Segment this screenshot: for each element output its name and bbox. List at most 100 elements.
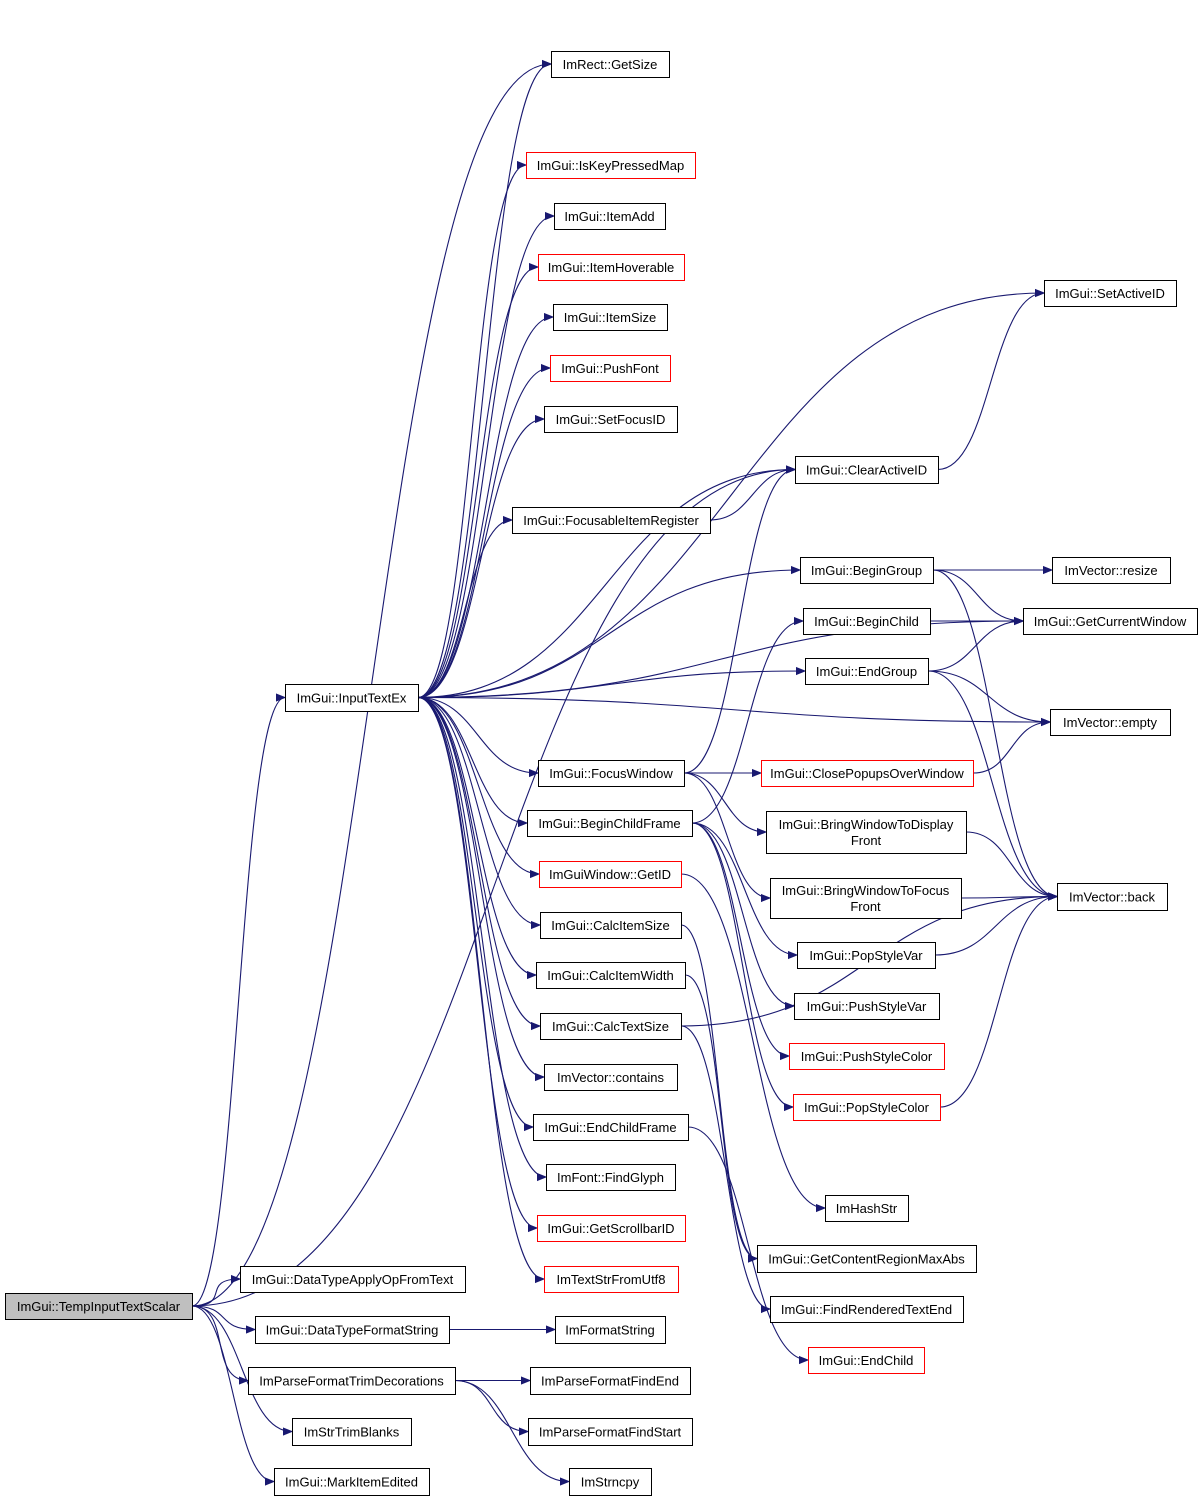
node-find-glyph[interactable]: ImFont::FindGlyph bbox=[546, 1164, 676, 1191]
node-item-hoverable[interactable]: ImGui::ItemHoverable bbox=[538, 254, 685, 281]
edge-input_text_ex-to-set_focus_id bbox=[417, 419, 544, 699]
node-temp-input[interactable]: ImGui::TempInputTextScalar bbox=[5, 1293, 193, 1320]
edge-end_group-to-get_current_window bbox=[927, 621, 1023, 672]
node-text-str-from-utf8[interactable]: ImTextStrFromUtf8 bbox=[544, 1266, 679, 1293]
node-pop-style-color[interactable]: ImGui::PopStyleColor bbox=[793, 1094, 941, 1121]
node-box bbox=[5, 1293, 193, 1320]
node-parse-format-trim[interactable]: ImParseFormatTrimDecorations bbox=[248, 1367, 456, 1395]
node-item-add[interactable]: ImGui::ItemAdd bbox=[554, 203, 666, 230]
node-vector-empty[interactable]: ImVector::empty bbox=[1050, 709, 1171, 736]
node-box bbox=[1057, 883, 1168, 911]
node-item-size[interactable]: ImGui::ItemSize bbox=[553, 304, 668, 331]
node-focusable-item-register[interactable]: ImGui::FocusableItemRegister bbox=[512, 507, 711, 534]
node-box bbox=[805, 658, 929, 685]
node-box bbox=[761, 760, 974, 787]
node-push-style-color[interactable]: ImGui::PushStyleColor bbox=[789, 1043, 945, 1070]
node-box bbox=[544, 1266, 679, 1293]
edge-close_popups_over_window-to-vector_empty bbox=[972, 722, 1050, 774]
node-box bbox=[770, 878, 962, 919]
node-label: ImVector::contains bbox=[557, 1070, 664, 1085]
node-strncpy[interactable]: ImStrncpy bbox=[569, 1468, 652, 1496]
edge-input_text_ex-to-calc_text_size bbox=[417, 696, 540, 1027]
node-window-get-id[interactable]: ImGuiWindow::GetID bbox=[539, 861, 682, 888]
node-find-rendered-text-end[interactable]: ImGui::FindRenderedTextEnd bbox=[770, 1296, 964, 1323]
node-clear-active-id[interactable]: ImGui::ClearActiveID bbox=[795, 456, 939, 484]
node-rect-getsize[interactable]: ImRect::GetSize bbox=[551, 51, 670, 78]
edge-end_group-to-vector_empty bbox=[927, 670, 1050, 722]
node-calc-item-width[interactable]: ImGui::CalcItemWidth bbox=[536, 962, 686, 989]
node-label: ImGui::GetScrollbarID bbox=[547, 1221, 674, 1236]
node-focus-window[interactable]: ImGui::FocusWindow bbox=[538, 760, 685, 787]
node-label: ImGui::PopStyleColor bbox=[804, 1100, 930, 1115]
node-vector-back[interactable]: ImVector::back bbox=[1057, 883, 1168, 911]
node-get-scrollbar-id[interactable]: ImGui::GetScrollbarID bbox=[537, 1215, 686, 1242]
edge-temp_input-to-input_text_ex bbox=[191, 698, 286, 1307]
node-end-child-frame[interactable]: ImGui::EndChildFrame bbox=[533, 1114, 689, 1141]
node-hash-str[interactable]: ImHashStr bbox=[825, 1195, 909, 1222]
node-end-group[interactable]: ImGui::EndGroup bbox=[805, 658, 929, 685]
node-is-key-pressed-map[interactable]: ImGui::IsKeyPressedMap bbox=[526, 152, 696, 179]
edge-input_text_ex-to-is_key_pressed_map bbox=[417, 165, 526, 699]
node-label: ImGui::DataTypeFormatString bbox=[266, 1323, 439, 1338]
node-pop-style-var[interactable]: ImGui::PopStyleVar bbox=[797, 942, 936, 969]
node-vector-contains[interactable]: ImVector::contains bbox=[544, 1064, 678, 1091]
node-label-line2: Front bbox=[850, 899, 881, 914]
edge-begin_child_frame-to-begin_child bbox=[691, 621, 803, 824]
node-calc-text-size[interactable]: ImGui::CalcTextSize bbox=[540, 1013, 682, 1040]
node-close-popups-over-window[interactable]: ImGui::ClosePopupsOverWindow bbox=[761, 760, 974, 787]
node-box bbox=[248, 1367, 456, 1395]
node-parse-format-find-end[interactable]: ImParseFormatFindEnd bbox=[530, 1367, 691, 1395]
node-format-string[interactable]: ImFormatString bbox=[555, 1316, 666, 1344]
node-label: ImGui::ItemSize bbox=[564, 310, 656, 325]
node-label-line2: Front bbox=[851, 833, 882, 848]
node-label: ImParseFormatFindEnd bbox=[541, 1374, 679, 1389]
edge-calc_item_width-to-get_content_region_max_abs bbox=[684, 974, 758, 1259]
node-box bbox=[292, 1418, 412, 1446]
edge-input_text_ex-to-clear_active_id bbox=[417, 470, 795, 699]
node-box bbox=[530, 1367, 691, 1395]
node-get-content-region-max-abs[interactable]: ImGui::GetContentRegionMaxAbs bbox=[757, 1245, 977, 1273]
node-box bbox=[240, 1266, 466, 1293]
node-box bbox=[274, 1468, 430, 1496]
node-box bbox=[808, 1347, 925, 1374]
nodes-layer: ImGui::TempInputTextScalar ImGui::InputTe… bbox=[5, 51, 1198, 1496]
node-mark-item-edited[interactable]: ImGui::MarkItemEdited bbox=[274, 1468, 430, 1496]
node-box bbox=[1050, 709, 1171, 736]
node-label: ImVector::empty bbox=[1063, 715, 1157, 730]
node-input-text-ex[interactable]: ImGui::InputTextEx bbox=[285, 684, 419, 712]
node-vector-resize[interactable]: ImVector::resize bbox=[1052, 557, 1171, 584]
edge-input_text_ex-to-calc_item_width bbox=[417, 696, 536, 976]
node-push-font[interactable]: ImGui::PushFont bbox=[550, 355, 671, 382]
node-data-type-apply-op[interactable]: ImGui::DataTypeApplyOpFromText bbox=[240, 1266, 466, 1293]
edge-clear_active_id-to-set_active_id bbox=[937, 293, 1044, 471]
node-box bbox=[797, 942, 936, 969]
edge-input_text_ex-to-calc_item_size bbox=[417, 696, 540, 926]
node-begin-child[interactable]: ImGui::BeginChild bbox=[803, 608, 931, 635]
node-box bbox=[757, 1245, 977, 1273]
node-set-focus-id[interactable]: ImGui::SetFocusID bbox=[544, 406, 678, 433]
node-label: ImTextStrFromUtf8 bbox=[556, 1272, 665, 1287]
node-end-child[interactable]: ImGui::EndChild bbox=[808, 1347, 925, 1374]
node-parse-format-find-start[interactable]: ImParseFormatFindStart bbox=[528, 1418, 693, 1446]
node-begin-child-frame[interactable]: ImGui::BeginChildFrame bbox=[527, 810, 693, 837]
node-calc-item-size[interactable]: ImGui::CalcItemSize bbox=[540, 912, 682, 939]
node-label: ImGui::FocusableItemRegister bbox=[523, 513, 699, 528]
node-box bbox=[550, 355, 671, 382]
node-begin-group[interactable]: ImGui::BeginGroup bbox=[800, 557, 934, 584]
node-set-active-id[interactable]: ImGui::SetActiveID bbox=[1044, 280, 1177, 307]
node-box bbox=[539, 861, 682, 888]
node-str-trim-blanks[interactable]: ImStrTrimBlanks bbox=[292, 1418, 412, 1446]
node-label: ImGui::SetFocusID bbox=[556, 412, 666, 427]
edge-input_text_ex-to-text_str_from_utf8 bbox=[417, 696, 544, 1280]
node-get-current-window[interactable]: ImGui::GetCurrentWindow bbox=[1023, 608, 1198, 635]
node-label: ImGui::EndGroup bbox=[816, 664, 917, 679]
node-data-type-format-string[interactable]: ImGui::DataTypeFormatString bbox=[255, 1316, 450, 1344]
node-push-style-var[interactable]: ImGui::PushStyleVar bbox=[794, 993, 940, 1020]
edge-temp_input-to-data_type_format_string bbox=[191, 1305, 255, 1330]
edge-input_text_ex-to-get_scrollbar_id bbox=[417, 696, 537, 1229]
node-label: ImGui::CalcItemWidth bbox=[547, 968, 673, 983]
node-label: ImGui::FocusWindow bbox=[549, 766, 673, 781]
node-label: ImGui::BeginGroup bbox=[811, 563, 922, 578]
